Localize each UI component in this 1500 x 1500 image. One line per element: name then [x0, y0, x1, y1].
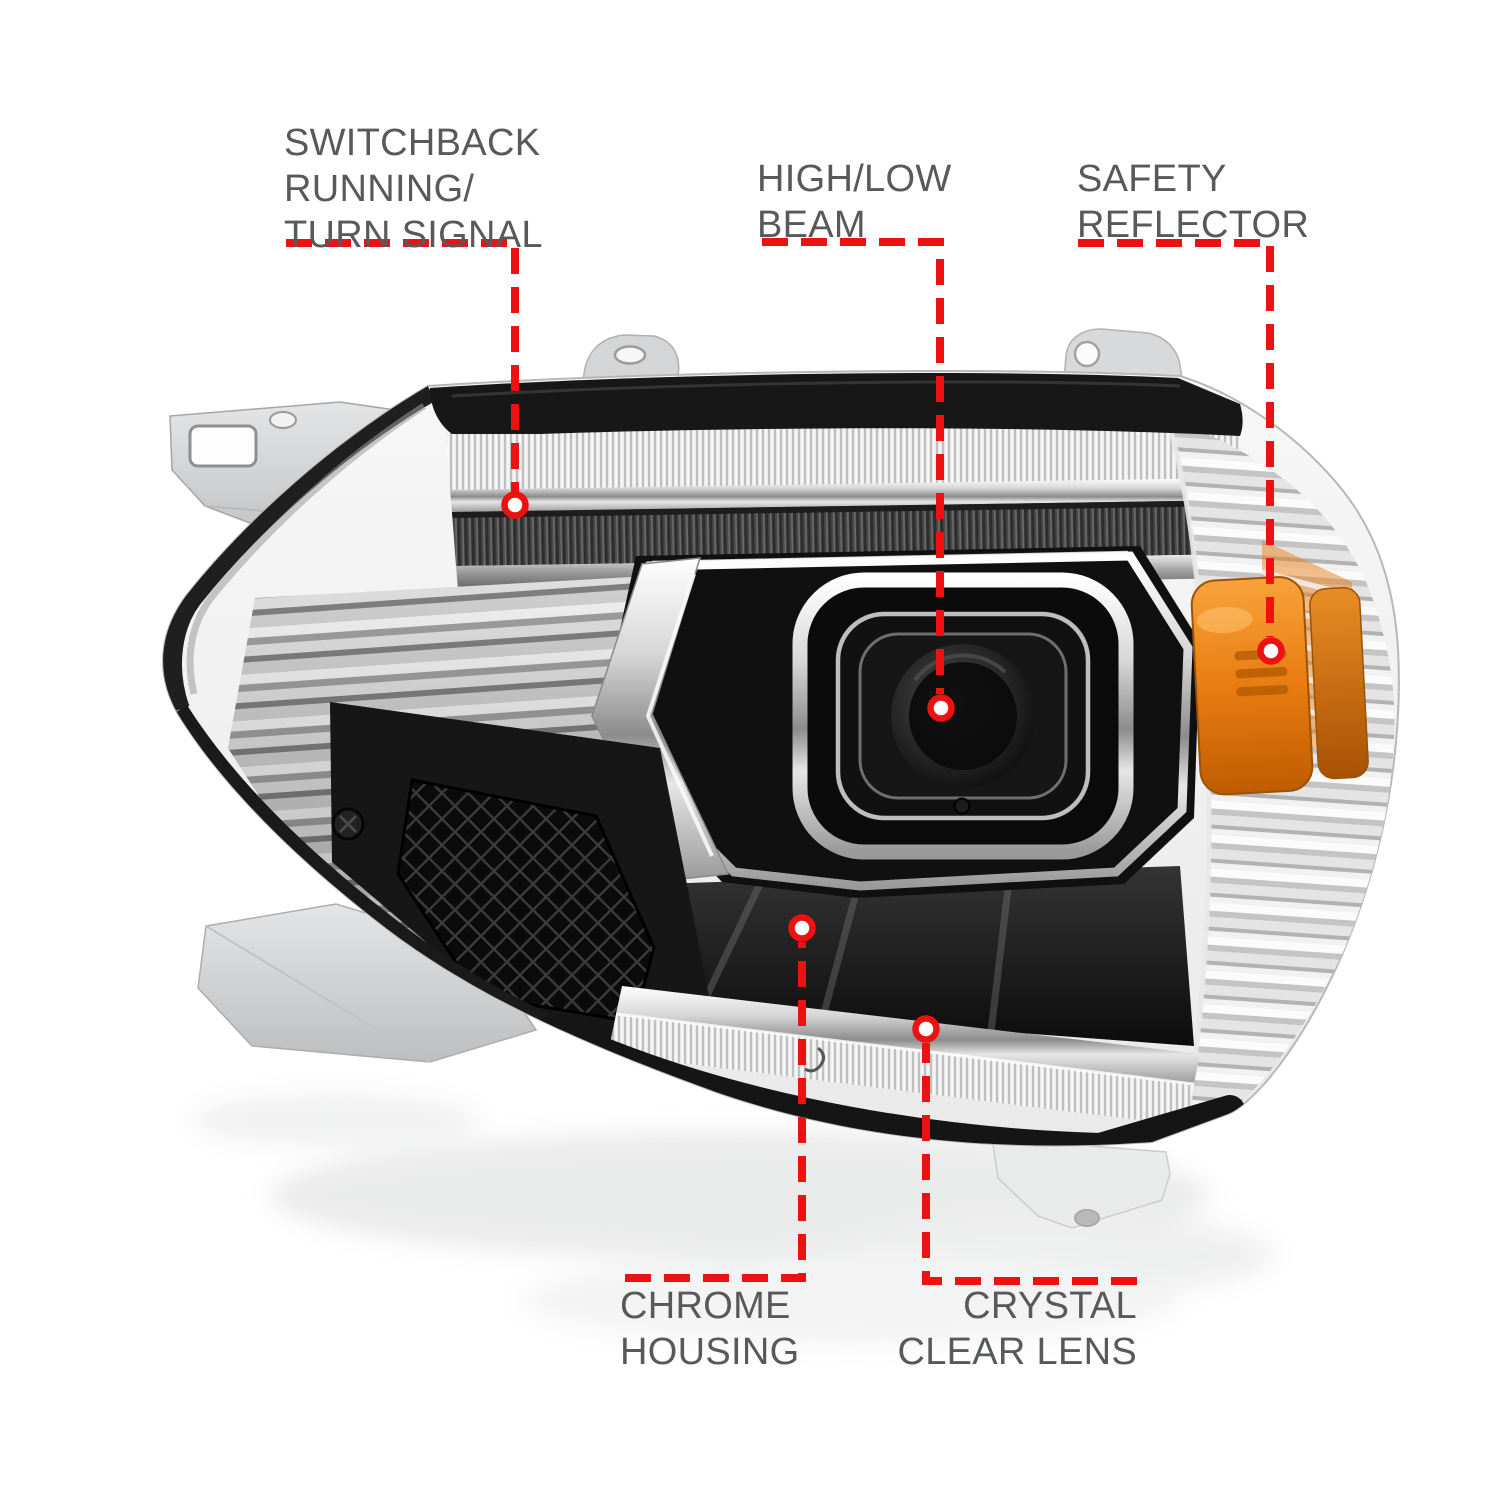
callout-marker-safety-reflector: [1257, 637, 1285, 665]
callout-label-switchback: SWITCHBACK RUNNING/ TURN SIGNAL: [284, 120, 543, 258]
callout-line: HIGH/LOW: [757, 158, 952, 200]
callout-marker-switchback: [501, 491, 529, 519]
projector-assembly: [591, 546, 1200, 898]
upper-left-rim: [163, 379, 437, 714]
callout-line: CRYSTAL: [963, 1285, 1137, 1327]
callout-line: RUNNING/: [284, 168, 475, 210]
callout-label-safety-reflector: SAFETY REFLECTOR: [1077, 156, 1309, 248]
callout-label-crystal-clear-lens: CRYSTAL CLEAR LENS: [897, 1283, 1137, 1375]
callout-marker-chrome-housing: [788, 914, 816, 942]
leader-line-switchback: [286, 239, 519, 492]
leader-line-high-low-beam: [762, 238, 944, 694]
callout-lines: [286, 238, 1285, 1285]
mesh-grille: [330, 702, 722, 1071]
callout-line: HOUSING: [620, 1331, 800, 1373]
leader-line-chrome-housing: [625, 942, 806, 1282]
crystal-clear-lens-bar: [608, 1014, 1194, 1126]
callout-line: SWITCHBACK: [284, 122, 541, 164]
callout-line: TURN SIGNAL: [284, 214, 543, 256]
leader-line-safety-reflector: [1078, 239, 1274, 637]
callout-line: CLEAR LENS: [897, 1331, 1137, 1373]
callout-line: REFLECTOR: [1077, 204, 1310, 246]
callout-marker-high-low-beam: [927, 694, 955, 722]
callout-line: SAFETY: [1077, 158, 1227, 200]
callout-line: BEAM: [757, 204, 866, 246]
callout-label-high-low-beam: HIGH/LOW BEAM: [757, 156, 952, 248]
callout-line: CHROME: [620, 1285, 791, 1327]
callout-label-chrome-housing: CHROME HOUSING: [620, 1283, 799, 1375]
callout-marker-crystal-clear-lens: [912, 1015, 940, 1043]
leader-line-crystal-clear-lens: [922, 1043, 1137, 1285]
amber-side-reflector: [1190, 540, 1369, 796]
